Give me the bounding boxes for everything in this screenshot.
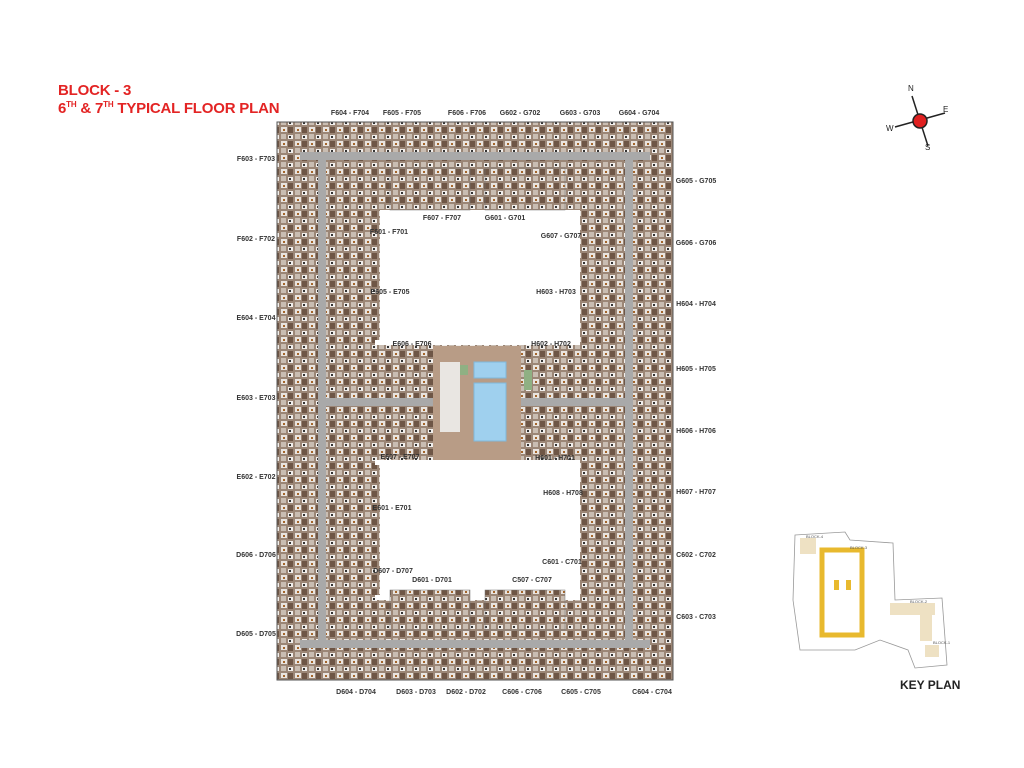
unit-label: G606 - G706 xyxy=(675,240,717,247)
unit-label: D603 - D703 xyxy=(396,689,436,696)
unit-label: H602 - H702 xyxy=(531,341,571,348)
compass-north: N xyxy=(908,84,914,93)
unit-label: D605 - D705 xyxy=(236,631,276,638)
unit-label: H604 - H704 xyxy=(676,301,716,308)
key-block-1: BLOCK-1 xyxy=(933,640,951,645)
t-s1: TH xyxy=(66,100,77,109)
compass-south: S xyxy=(925,143,931,152)
unit-label: G603 - G703 xyxy=(559,110,601,117)
t-c: TYPICAL FLOOR PLAN xyxy=(113,100,280,117)
corridor-south xyxy=(300,640,650,648)
unit-label: C604 - C704 xyxy=(632,689,672,696)
unit-label: E602 - E702 xyxy=(236,474,276,481)
unit-label: C602 - C702 xyxy=(676,552,716,559)
unit-label: F603 - F703 xyxy=(236,156,276,163)
unit-label: G604 - G704 xyxy=(618,110,660,117)
key-block-3: BLOCK-3 xyxy=(850,545,868,550)
corridor-east xyxy=(625,152,633,648)
unit-label: H608 - H708 xyxy=(543,490,583,497)
unit-label: C507 - C707 xyxy=(512,577,552,584)
unit-label: H605 - H705 xyxy=(676,366,716,373)
compass-east: E xyxy=(943,105,949,114)
key-plan-title: KEY PLAN xyxy=(900,678,961,692)
key-block-4: BLOCK-4 xyxy=(806,534,824,539)
unit-label: F604 - F704 xyxy=(330,110,370,117)
corridor-north xyxy=(300,152,650,160)
courtyard-north xyxy=(375,210,580,345)
unit-label: H606 - H706 xyxy=(676,428,716,435)
unit-label: D602 - D702 xyxy=(446,689,486,696)
unit-label: E603 - E703 xyxy=(236,395,276,402)
block-title: BLOCK - 3 xyxy=(58,82,132,99)
unit-label: H601 - H701 xyxy=(535,455,575,462)
unit-label: E607 - E707 xyxy=(380,454,420,461)
floor-plan-title: 6TH & 7TH TYPICAL FLOOR PLAN xyxy=(58,100,280,117)
unit-label: D606 - D706 xyxy=(236,552,276,559)
key-plan-map xyxy=(792,531,948,669)
unit-label: D607 - D707 xyxy=(373,568,413,575)
unit-label: G605 - G705 xyxy=(675,178,717,185)
unit-label: E601 - E701 xyxy=(372,505,412,512)
t-a: 6 xyxy=(58,100,67,117)
unit-label: F606 - F706 xyxy=(447,110,487,117)
unit-label: D601 - D701 xyxy=(412,577,452,584)
unit-label: C601 - C701 xyxy=(542,559,582,566)
unit-label: E605 - E705 xyxy=(370,289,410,296)
swimming-pool xyxy=(473,382,507,442)
unit-label: G601 - G701 xyxy=(484,215,526,222)
compass-icon xyxy=(894,95,946,147)
t-s2: TH xyxy=(103,100,114,109)
toddler-pool xyxy=(473,361,507,379)
unit-label: C603 - C703 xyxy=(676,614,716,621)
unit-label: F601 - F701 xyxy=(369,229,409,236)
unit-label: H603 - H703 xyxy=(536,289,576,296)
unit-label: F607 - F707 xyxy=(422,215,462,222)
t-b: & 7 xyxy=(76,100,104,117)
corridor-west xyxy=(318,152,326,648)
unit-label: E606 - E706 xyxy=(392,341,432,348)
unit-label: G607 - G707 xyxy=(540,233,582,240)
unit-label: D604 - D704 xyxy=(336,689,376,696)
unit-label: G602 - G702 xyxy=(499,110,541,117)
unit-label: C605 - C705 xyxy=(561,689,601,696)
key-block-2: BLOCK-2 xyxy=(910,599,928,604)
courtyard-south xyxy=(375,460,580,600)
compass-west: W xyxy=(886,124,894,133)
unit-label: F602 - F702 xyxy=(236,236,276,243)
unit-label: C606 - C706 xyxy=(502,689,542,696)
unit-label: E604 - E704 xyxy=(236,315,276,322)
unit-label: H607 - H707 xyxy=(676,489,716,496)
unit-label: F605 - F705 xyxy=(382,110,422,117)
